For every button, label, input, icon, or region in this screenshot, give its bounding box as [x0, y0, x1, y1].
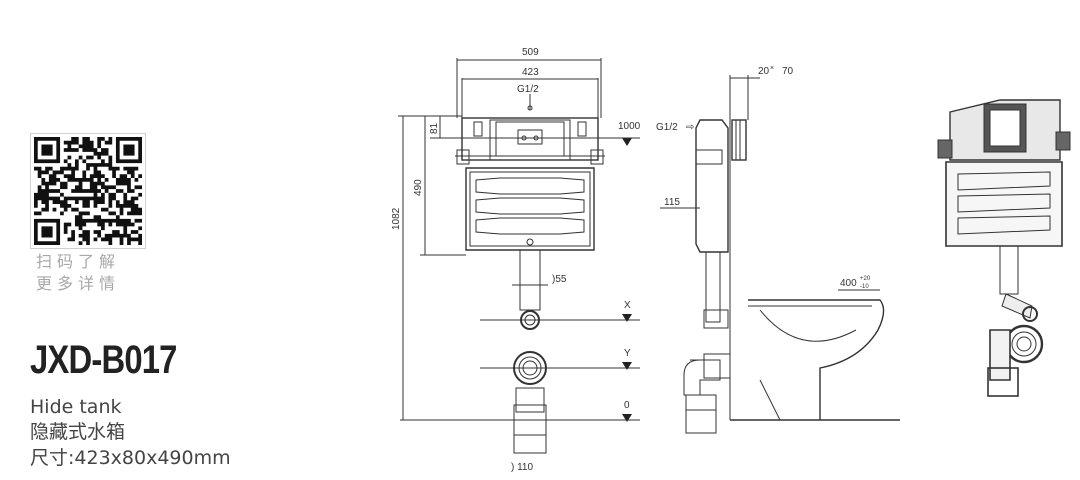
inlet-arrow-icon: ⇨	[686, 122, 694, 133]
dim-seat-tol-plus: +20	[860, 276, 871, 282]
qr-code-icon	[34, 137, 142, 245]
dim-thread-side: G1/2	[656, 122, 678, 133]
dim-total-height: 1082	[391, 207, 402, 230]
product-name-cn: 隐藏式水箱	[30, 421, 126, 443]
dim-width-inner: 423	[522, 67, 539, 78]
scan-text-line2: 更多详情	[36, 274, 121, 293]
qr-code	[30, 133, 146, 249]
dim-depth-115: 115	[664, 197, 680, 208]
dim-tank-height: 490	[413, 179, 424, 196]
render-3d-view	[937, 99, 1071, 397]
scan-text-line1: 扫码了解	[36, 252, 121, 271]
dim-seat-height: 400	[840, 278, 857, 289]
dim-width-outer: 509	[522, 47, 539, 58]
dim-depth-70: 70	[782, 66, 794, 77]
front-view	[398, 58, 640, 454]
dim-wall-gap-x: ×	[770, 65, 774, 72]
side-view	[660, 75, 900, 434]
product-size: 尺寸:423x80x490mm	[30, 447, 231, 469]
dim-seat-tol-minus: -10	[860, 284, 869, 290]
dim-wall-gap: 20	[758, 66, 770, 77]
dim-offset-81: 81	[429, 122, 440, 134]
dim-pipe-55: )55	[552, 274, 567, 285]
level-0-label: 0	[624, 400, 630, 411]
product-name-en: Hide tank	[30, 396, 122, 418]
dim-thread-front: G1/2	[517, 84, 539, 95]
dim-height-1000: 1000	[618, 121, 641, 132]
level-y-label: Y	[624, 348, 631, 359]
level-x-label: X	[624, 300, 631, 311]
dim-pipe-110: ) 110	[511, 462, 533, 473]
product-model: JXD-B017	[30, 338, 177, 382]
